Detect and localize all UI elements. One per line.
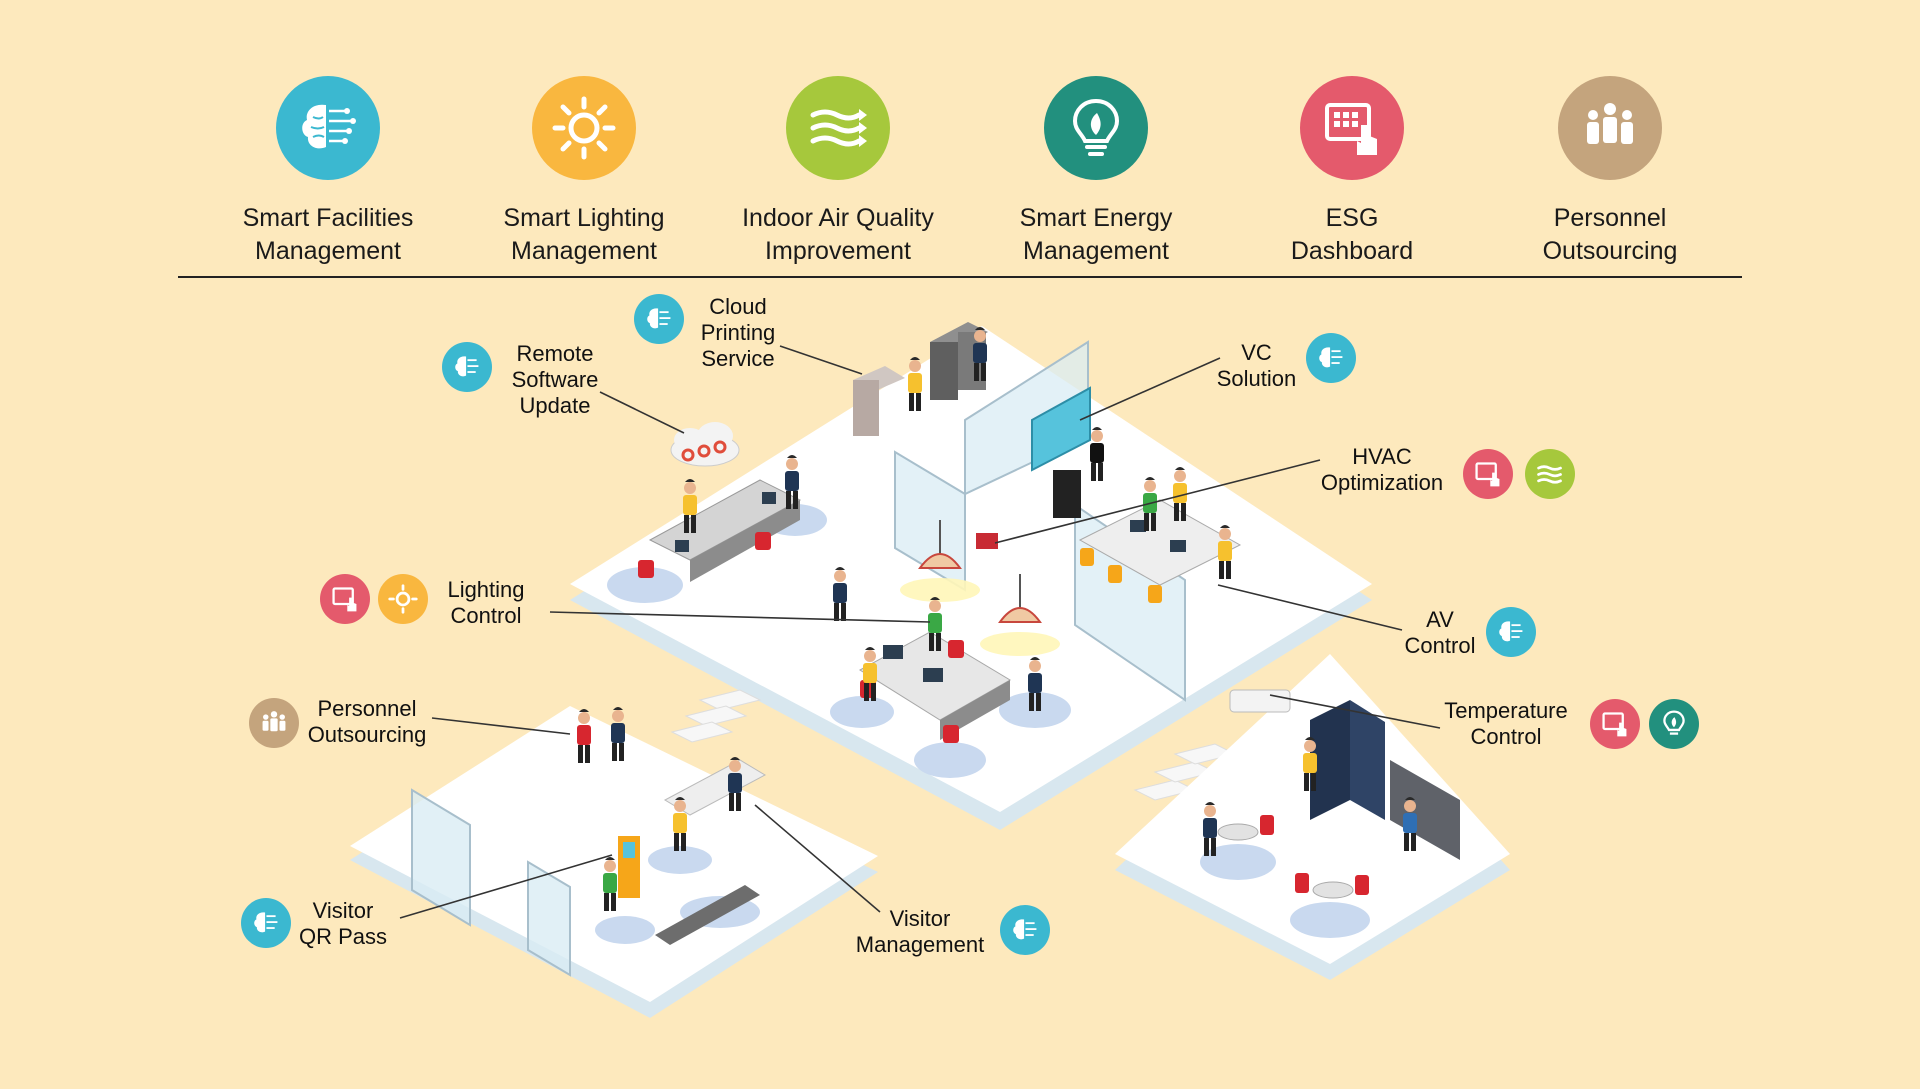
callout-remote-software: Remote Software Update: [511, 341, 599, 418]
vending-machine: [1310, 700, 1350, 820]
badge-lighting-lighting: [378, 574, 428, 624]
badge-facilities-av: [1486, 607, 1536, 657]
badge-personnel: [249, 698, 299, 748]
category-circle: [786, 76, 890, 180]
sun-icon: [388, 584, 418, 614]
category-indoor-air: Indoor Air Quality Improvement: [718, 76, 958, 268]
callout-hvac: HVAC Optimization: [1320, 444, 1444, 495]
cafe-floor: [1115, 654, 1510, 980]
main-office-floor: [570, 322, 1372, 830]
category-label: Smart Lighting Management: [503, 204, 665, 265]
brain-circuit-icon: [647, 308, 671, 329]
category-personnel-outsourcing: Personnel Outsourcing: [1490, 76, 1730, 268]
reception-floor: [350, 706, 878, 1018]
category-label: Indoor Air Quality Improvement: [742, 204, 934, 265]
callout-vc-solution: VC Solution: [1216, 340, 1297, 391]
badge-facilities-remote: [442, 342, 492, 392]
brain-circuit-icon: [1499, 621, 1523, 642]
vc-screen: [1031, 386, 1091, 518]
callout-visitor-qr: Visitor QR Pass: [298, 898, 388, 949]
badge-facilities-vc: [1306, 333, 1356, 383]
callout-temperature: Temperature Control: [1444, 698, 1568, 749]
brain-circuit-icon: [302, 104, 356, 149]
badge-air-hvac: [1525, 449, 1575, 499]
category-label: ESG Dashboard: [1290, 204, 1414, 265]
header-divider: [178, 276, 1742, 278]
category-smart-lighting: Smart Lighting Management: [464, 76, 704, 268]
callout-visitor-mgmt: Visitor Management: [855, 906, 985, 957]
people-icon: [262, 711, 286, 732]
category-label: Smart Energy Management: [1019, 204, 1173, 265]
monitors: [675, 492, 1186, 682]
category-circle: [1044, 76, 1148, 180]
category-circle: [532, 76, 636, 180]
air-flow-icon: [810, 109, 867, 147]
people-icon: [1587, 103, 1633, 144]
cloud-icon: [670, 422, 740, 467]
energy-bulb-icon: [1072, 98, 1120, 156]
air-conditioner: [1229, 689, 1291, 713]
badge-facilities-cloud: [634, 294, 684, 344]
badge-energy-temperature: [1649, 699, 1699, 749]
callout-lighting-control: Lighting Control: [447, 577, 525, 628]
category-label: Personnel Outsourcing: [1542, 204, 1678, 265]
waiting-bench: [655, 885, 760, 945]
category-circle: [1300, 76, 1404, 180]
category-label: Smart Facilities Management: [242, 204, 414, 265]
category-smart-facilities: Smart Facilities Management: [208, 76, 448, 268]
air-flow-icon: [1537, 465, 1562, 484]
callout-personnel: Personnel Outsourcing: [307, 696, 427, 747]
category-circle: [1558, 76, 1662, 180]
dashboard-touch-icon: [1602, 712, 1627, 737]
sun-icon: [552, 96, 616, 160]
energy-bulb-icon: [1663, 710, 1685, 735]
brain-circuit-icon: [455, 356, 479, 377]
category-circle: [276, 76, 380, 180]
callout-cloud-printing: Cloud Printing Service: [700, 294, 776, 371]
badge-facilities-visitor-qr: [241, 898, 291, 948]
pendant-lamps: [900, 520, 1060, 656]
dashboard-touch-icon: [1325, 103, 1377, 155]
hvac-wall-panel: [976, 533, 998, 549]
brain-circuit-icon: [1319, 347, 1343, 368]
yellow-chairs: [1080, 548, 1162, 603]
brain-circuit-icon: [254, 912, 278, 933]
badge-facilities-visitor-mgmt: [1000, 905, 1050, 955]
badge-esg-hvac: [1463, 449, 1513, 499]
brain-circuit-icon: [1013, 919, 1037, 940]
category-esg-dashboard: ESG Dashboard: [1232, 76, 1472, 268]
badge-esg-lighting: [320, 574, 370, 624]
category-smart-energy: Smart Energy Management: [976, 76, 1216, 268]
badge-esg-temperature: [1590, 699, 1640, 749]
glass-meeting-room: [894, 340, 1186, 702]
kitchen-counter: [1390, 760, 1460, 860]
dashboard-touch-icon: [332, 587, 357, 612]
entrance-doors: [411, 788, 571, 977]
dashboard-touch-icon: [1475, 462, 1500, 487]
callout-lines: [399, 345, 1441, 919]
callout-av-control: AV Control: [1404, 607, 1476, 658]
